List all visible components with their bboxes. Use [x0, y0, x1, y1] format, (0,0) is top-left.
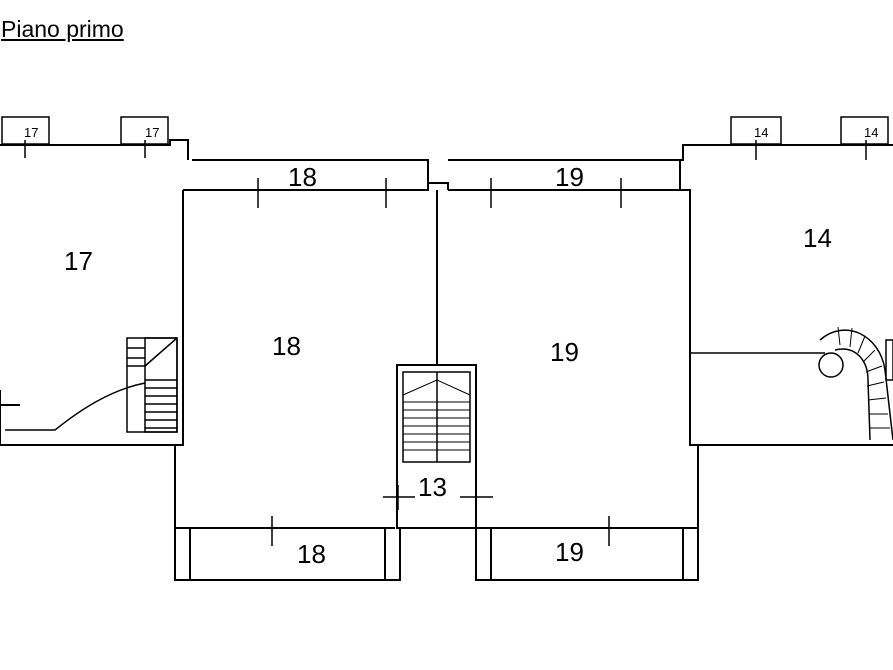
unit-18-walls: [174, 159, 449, 581]
window-tags-left: [1, 116, 169, 158]
window-tag-left-1: 17: [24, 125, 38, 140]
room-14-label: 14: [803, 223, 832, 253]
unit-14-walls: [680, 144, 893, 446]
balcony-front-19: 19: [555, 162, 584, 192]
labels: 17 17 14 14 18 19 17 18 19 14 13 18 19: [24, 125, 878, 569]
page-title: Piano primo: [1, 16, 124, 42]
balcony-back-18: 18: [297, 539, 326, 569]
spiral-stair-14: [818, 326, 893, 441]
balcony-front-18: 18: [288, 162, 317, 192]
stair-13: [383, 364, 493, 529]
unit-19-walls: [448, 159, 699, 581]
unit-17-walls: [0, 139, 189, 446]
window-tag-left-2: 17: [145, 125, 159, 140]
window-tag-right-1: 14: [754, 125, 768, 140]
window-tags-right: [730, 116, 889, 160]
window-tag-right-2: 14: [864, 125, 878, 140]
stair-17: [126, 337, 178, 433]
room-18-label: 18: [272, 331, 301, 361]
room-17-label: 17: [64, 246, 93, 276]
stair-13-label: 13: [418, 472, 447, 502]
room-19-label: 19: [550, 337, 579, 367]
balcony-back-19: 19: [555, 537, 584, 567]
